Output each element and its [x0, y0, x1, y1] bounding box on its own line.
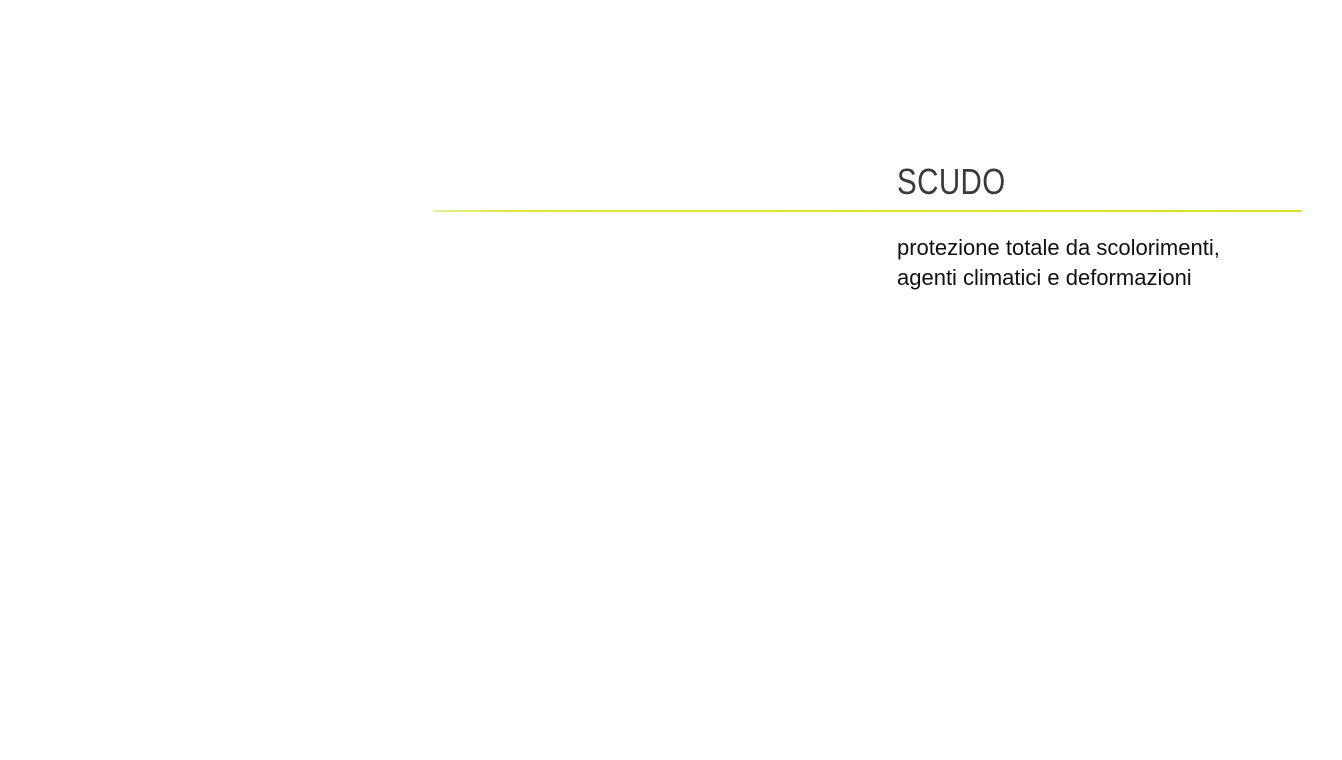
feature-title: SCUDO [897, 161, 1006, 202]
description-line: protezione totale da scolorimenti, [897, 235, 1220, 260]
feature-description: protezione totale da scolorimenti, agent… [897, 233, 1317, 293]
description-line: agenti climatici e deformazioni [897, 265, 1192, 290]
accent-divider [433, 210, 1302, 212]
